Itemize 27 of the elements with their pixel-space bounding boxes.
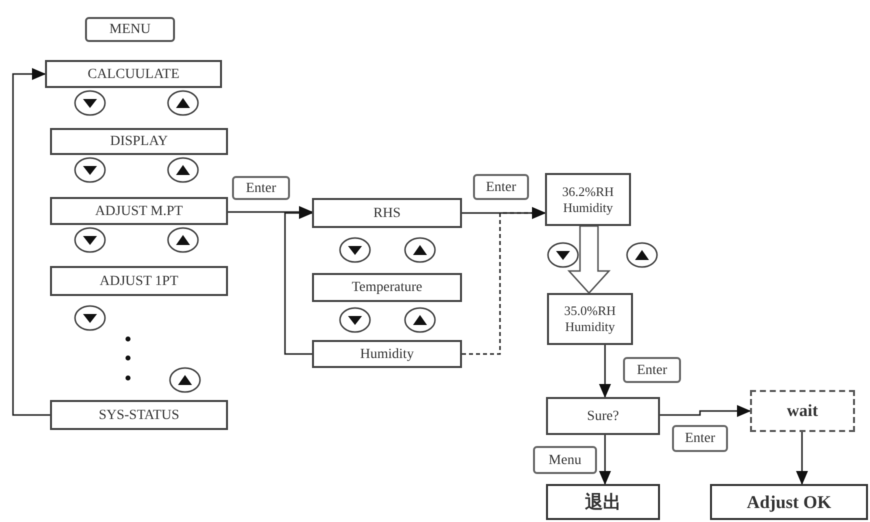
menu-item-box: ADJUST M.PT xyxy=(50,197,228,225)
arrow xyxy=(462,207,546,355)
menu-item-box: CALCUULATE xyxy=(45,60,222,88)
menu-item-box: Humidity xyxy=(312,340,462,368)
key-tag: Enter xyxy=(623,357,681,383)
arrow xyxy=(599,345,611,398)
reading-box: 36.2%RH Humidity xyxy=(545,173,631,226)
menu-item-box: Sure? xyxy=(546,397,660,435)
key-tag: Enter xyxy=(232,176,290,200)
hollow-arrow xyxy=(567,225,611,294)
menu-item-box: ADJUST 1PT xyxy=(50,266,228,296)
menu-item-box: Adjust OK xyxy=(710,484,868,520)
key-tag: Enter xyxy=(473,174,529,200)
arrow xyxy=(12,68,50,416)
arrow xyxy=(660,405,751,417)
menu-item-box: 退出 xyxy=(546,484,660,520)
menu-item-box: SYS-STATUS xyxy=(50,400,228,430)
key-tag: Menu xyxy=(533,446,597,474)
menu-item-box: Temperature xyxy=(312,273,462,302)
menu-item-box: wait xyxy=(750,390,855,432)
reading-box: 35.0%RH Humidity xyxy=(547,293,633,345)
menu-tag: MENU xyxy=(85,17,175,42)
arrow xyxy=(599,435,611,485)
menu-item-box: DISPLAY xyxy=(50,128,228,155)
arrow xyxy=(796,432,808,485)
menu-item-box: RHS xyxy=(312,198,462,228)
key-tag: Enter xyxy=(672,425,728,452)
